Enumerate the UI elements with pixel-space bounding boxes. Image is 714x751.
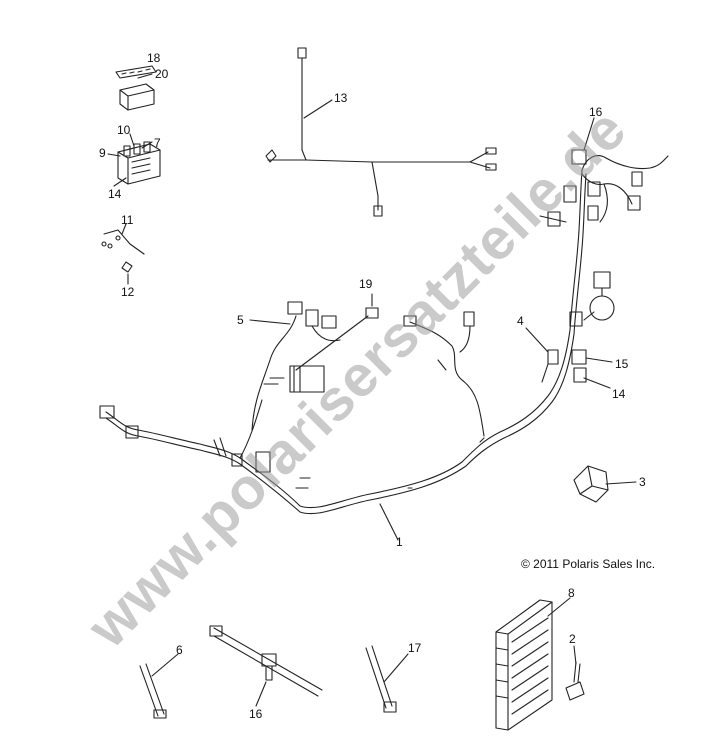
part-2-bolt	[565, 645, 585, 701]
part-fuse-block	[107, 133, 161, 187]
part-1-main-harness	[99, 169, 587, 541]
callout-6: 6	[176, 643, 183, 657]
callout-2: 2	[569, 632, 576, 646]
callout-15: 15	[615, 357, 629, 371]
part-18-fuse-strip	[115, 65, 157, 79]
callout-8: 8	[568, 586, 575, 600]
part-16-clip-tie	[209, 625, 323, 707]
callout-14-branch: 14	[612, 387, 626, 401]
part-13-sub-harness	[265, 47, 497, 217]
part-5-connectors	[249, 301, 369, 431]
callout-13: 13	[334, 91, 348, 105]
callout-17: 17	[408, 641, 422, 655]
callout-1: 1	[396, 535, 403, 549]
part-11-terminal-strip	[101, 223, 145, 255]
callout-16-upper: 16	[589, 105, 603, 119]
part-14-connector	[573, 367, 611, 389]
part-17-cable-tie	[365, 645, 409, 713]
callout-16-lower: 16	[249, 707, 263, 721]
callout-10: 10	[117, 123, 131, 137]
part-19-connector	[365, 293, 379, 319]
callout-7: 7	[154, 136, 161, 150]
part-15-connector	[571, 349, 613, 365]
callout-4: 4	[517, 314, 524, 328]
part-6-cable-tie	[139, 653, 179, 719]
part-20-fuse-cover	[119, 73, 155, 111]
callout-14-fuse-block: 14	[108, 187, 122, 201]
callout-19: 19	[359, 277, 373, 291]
copyright-notice: © 2011 Polaris Sales Inc.	[521, 557, 656, 571]
part-3-bracket	[573, 465, 637, 503]
callout-12: 12	[121, 285, 135, 299]
part-12-terminal	[121, 261, 133, 285]
callout-9: 9	[99, 146, 106, 160]
part-8-regulator	[495, 597, 571, 731]
part-16-upper-branch	[539, 117, 669, 327]
callout-18: 18	[147, 51, 161, 65]
callout-20: 20	[155, 67, 169, 81]
callout-5: 5	[237, 313, 244, 327]
callout-3: 3	[639, 475, 646, 489]
callout-11: 11	[121, 213, 134, 227]
part-4-connector	[525, 327, 559, 383]
